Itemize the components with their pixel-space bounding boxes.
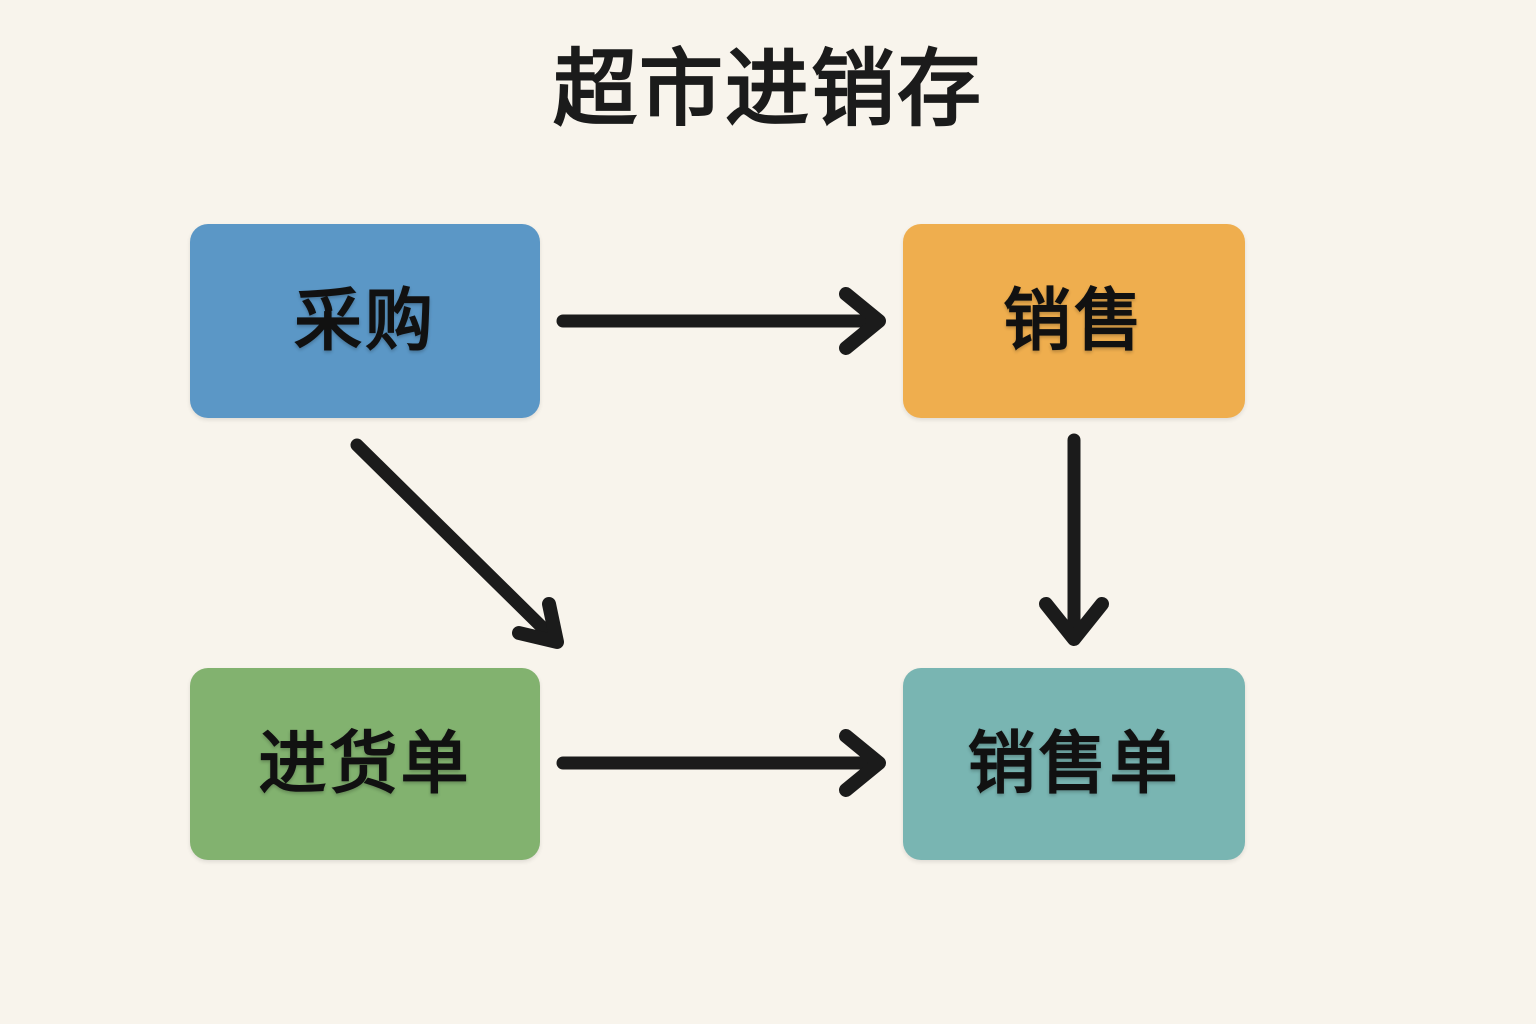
- edge-sales-to-sales-order: [1039, 433, 1109, 646]
- page-title: 超市进销存: [552, 42, 983, 136]
- node-sales-order-label: 销售单: [967, 726, 1181, 802]
- node-sales[interactable]: 销售: [903, 224, 1245, 418]
- node-sales-order[interactable]: 销售单: [903, 668, 1245, 860]
- edge-purchase-order-to-sales-order: [556, 729, 886, 797]
- edge-purchase-to-sales: [556, 287, 886, 355]
- edge-purchase-to-purchase-order: [350, 438, 564, 649]
- node-purchase[interactable]: 采购: [190, 224, 540, 418]
- node-purchase-order-label: 进货单: [258, 726, 472, 802]
- node-purchase-order[interactable]: 进货单: [190, 668, 540, 860]
- node-purchase-label: 采购: [293, 283, 436, 359]
- node-sales-label: 销售: [1002, 283, 1145, 359]
